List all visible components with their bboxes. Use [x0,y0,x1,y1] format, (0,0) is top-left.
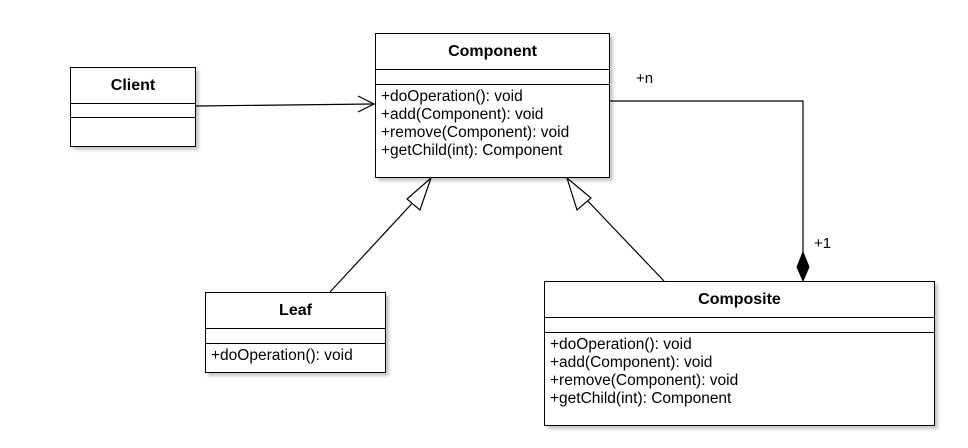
operation: +add(Component): void [550,354,713,371]
class-name: Component [448,43,537,60]
operation: +getChild(int): Component [381,142,563,159]
generalization-composite-component[interactable] [584,197,665,282]
composition-diamond [796,250,810,283]
operation: +doOperation(): void [381,88,523,105]
operation: +remove(Component): void [550,372,739,389]
generalization-triangle-composite [565,176,592,212]
class-leaf[interactable]: Leaf +doOperation(): void [205,292,386,373]
class-name: Client [110,77,156,94]
operation: +doOperation(): void [550,336,692,353]
attributes-compartment [71,103,195,117]
operation: +add(Component): void [381,106,544,123]
association-client-component[interactable] [195,103,373,107]
class-component[interactable]: Component +doOperation(): void +add(Comp… [375,33,610,178]
association-arrowhead [357,95,376,113]
operation: +doOperation(): void [211,347,353,364]
generalization-leaf-component[interactable] [329,196,419,293]
attributes-compartment [376,69,609,84]
operations-compartment: +doOperation(): void [206,343,385,365]
class-name: Composite [698,291,781,308]
class-client[interactable]: Client [70,67,196,147]
operations-compartment: +doOperation(): void +add(Component): vo… [376,84,609,160]
operations-compartment [71,117,195,146]
operations-compartment: +doOperation(): void +add(Component): vo… [545,332,934,408]
attributes-compartment [206,328,385,343]
composition-component-composite[interactable] [609,100,804,254]
attributes-compartment [545,317,934,332]
operation: +remove(Component): void [381,124,570,141]
class-name: Leaf [279,302,312,319]
generalization-triangle-leaf [406,176,433,212]
class-composite[interactable]: Composite +doOperation(): void +add(Comp… [544,281,935,426]
multiplicity-component-end: +n [636,70,654,87]
multiplicity-composite-end: +1 [814,235,832,252]
operation: +getChild(int): Component [550,390,732,407]
